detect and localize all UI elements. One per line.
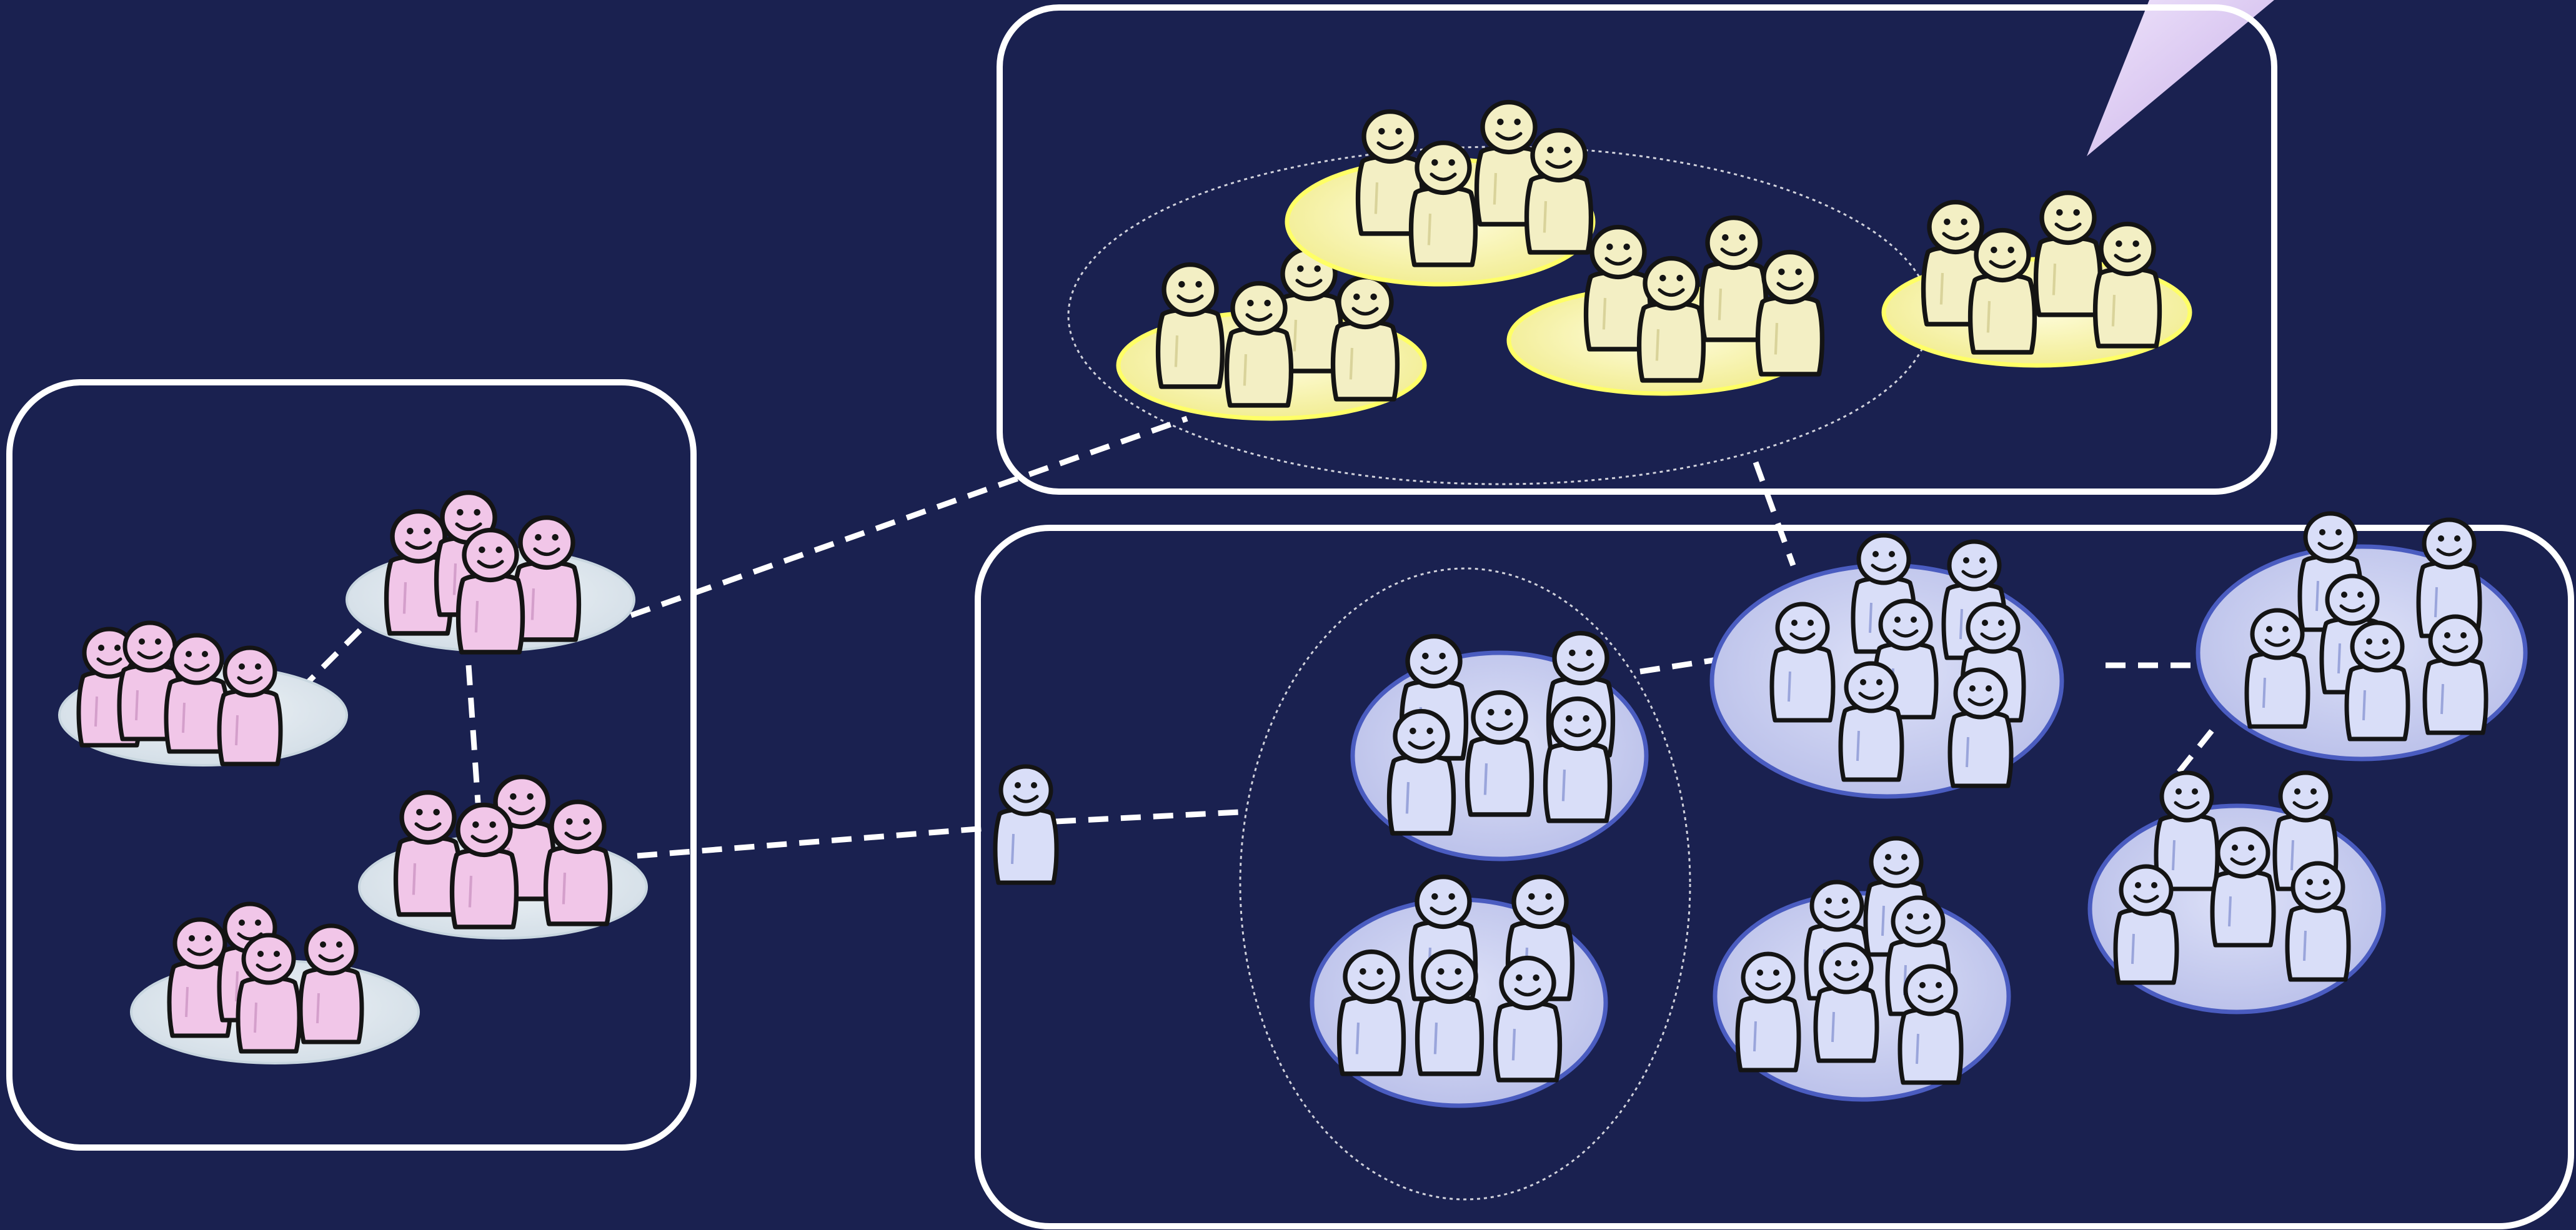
- person-icon: [2113, 864, 2179, 985]
- person-icon: [1336, 949, 1406, 1076]
- person-icon: [1415, 949, 1484, 1076]
- person-icon: [1386, 708, 1456, 836]
- person-icon: [2244, 608, 2310, 729]
- person-icon: [2344, 620, 2410, 741]
- yellow-group-1: [1116, 246, 1427, 421]
- person-icon: [1493, 955, 1563, 1083]
- person-icon: [1838, 661, 1904, 782]
- blue-group-5: [2196, 511, 2528, 761]
- person-icon: [2210, 826, 2276, 948]
- groups-layer: [58, 99, 2528, 1108]
- speech-callout-tail: [2087, 0, 2274, 156]
- person-icon: [1408, 140, 1478, 267]
- blue-group-1: [1350, 630, 1649, 861]
- connector-yellow-blue3: [1753, 461, 1796, 567]
- person-icon: [2154, 770, 2220, 891]
- person-icon: [1947, 667, 2014, 788]
- person-icon: [164, 633, 230, 754]
- person-icon: [449, 802, 519, 930]
- person-icon: [512, 515, 582, 642]
- person-icon: [1699, 215, 1769, 342]
- person-icon: [2033, 190, 2103, 317]
- person-icon: [1897, 964, 1964, 1085]
- person-icon: [1330, 274, 1400, 402]
- person-icon: [1355, 109, 1425, 236]
- person-icon: [1636, 255, 1706, 383]
- connector-single-bluecluster: [1055, 809, 1241, 825]
- person-icon: [298, 923, 364, 1044]
- frame-bottom: [975, 525, 2574, 1229]
- connector-pink3-single: [637, 825, 994, 859]
- person-icon: [2285, 861, 2351, 982]
- yellow-group-3: [1506, 215, 1825, 396]
- person-icon: [217, 645, 283, 766]
- person-icon: [1755, 249, 1825, 377]
- person-icon: [455, 527, 525, 655]
- person-icon: [543, 799, 613, 926]
- connector-pink1-pink2: [297, 619, 371, 693]
- person-icon: [1155, 262, 1225, 389]
- person-icon: [1543, 696, 1613, 823]
- frame-left: [6, 379, 697, 1151]
- person-icon: [236, 933, 302, 1054]
- blue-group-6: [2087, 770, 2386, 1014]
- blue-single: [993, 764, 1059, 885]
- yellow-group-4: [1881, 190, 2192, 368]
- person-icon: [1769, 602, 1836, 723]
- pink-group-1: [58, 620, 348, 766]
- person-icon: [2092, 221, 2162, 349]
- person-icon: [1967, 227, 2037, 355]
- blue-group-2: [1310, 874, 1608, 1108]
- frame-top: [997, 4, 2277, 495]
- blue-group-4: [1713, 836, 2011, 1102]
- blue-group-3: [1709, 533, 2064, 799]
- pink-group-3: [358, 774, 648, 940]
- connector-pink2-pink3: [465, 665, 481, 803]
- person-icon: [2422, 614, 2489, 735]
- person-icon: [1224, 280, 1294, 408]
- pink-group-4: [130, 901, 420, 1064]
- person-icon: [167, 917, 233, 1038]
- person-icon: [1735, 951, 1801, 1073]
- person-icon: [1813, 942, 1879, 1063]
- yellow-group-2: [1285, 99, 1596, 287]
- connector-blue5-blue6: [2172, 729, 2214, 780]
- person-icon: [1524, 127, 1594, 255]
- person-icon: [1583, 224, 1653, 352]
- pink-group-2: [346, 490, 635, 655]
- blue-cluster-outline: [1239, 567, 1691, 1201]
- connector-pink2-yellow: [630, 415, 1188, 618]
- person-icon: [1465, 690, 1534, 817]
- person-icon: [993, 764, 1059, 885]
